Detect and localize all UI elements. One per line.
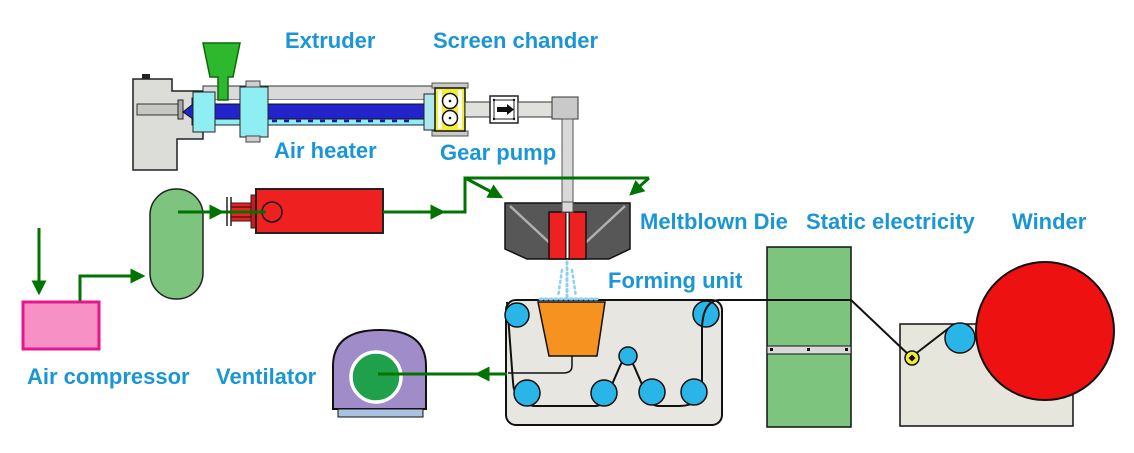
web-path <box>701 299 950 357</box>
shaft-cap <box>177 99 184 120</box>
bolt-dot <box>492 98 496 102</box>
die-heater-left <box>548 211 567 260</box>
melt-pipe-vertical <box>561 118 574 204</box>
die-nozzle-gap <box>566 213 569 258</box>
barrel-housing <box>202 85 438 101</box>
die-channel-right <box>581 205 626 247</box>
forming-unit <box>504 299 723 426</box>
winder-roll <box>975 261 1115 401</box>
spray-line <box>556 268 564 299</box>
label-forming-unit: Forming unit <box>608 268 743 293</box>
static-bar-dot <box>770 348 773 351</box>
arrow-die-left <box>466 177 504 199</box>
label-ventilator: Ventilator <box>216 364 317 389</box>
roller <box>504 302 530 328</box>
gear-pump <box>431 82 469 137</box>
barrel-highlight <box>204 100 436 104</box>
roller <box>513 379 541 407</box>
melt-spray <box>538 260 599 301</box>
die-heater-right <box>568 211 587 260</box>
winder-roller <box>944 322 976 354</box>
compressor-body <box>21 300 101 351</box>
roller <box>590 379 618 407</box>
collector-outlet-line <box>508 356 573 374</box>
pump-strip-right <box>458 90 462 129</box>
flow-arrows <box>31 176 650 382</box>
air-tank <box>149 188 204 300</box>
label-gear-pump: Gear pump <box>440 140 557 165</box>
air-compressor <box>21 300 101 351</box>
flange-tab-bottom <box>245 135 261 143</box>
tank-body <box>149 188 204 300</box>
gearbox-nub <box>142 74 150 79</box>
changer-arrow-shaft <box>497 107 507 112</box>
label-winder: Winder <box>1012 209 1087 234</box>
flange-tab-top <box>245 80 261 88</box>
line-heater-to-die <box>443 176 649 214</box>
roller <box>680 378 708 406</box>
melt-pipe-stub <box>561 201 574 213</box>
meltblown-die <box>504 201 631 260</box>
barrel-flange-2 <box>239 86 269 138</box>
label-static-electricity: Static electricity <box>806 209 975 234</box>
arrow-compressor-to-tank <box>78 268 146 301</box>
ventilator-fan <box>349 350 403 404</box>
label-meltblown-die: Meltblown Die <box>640 209 788 234</box>
inlet-pipe-lines <box>231 206 253 218</box>
static-bar-dot <box>845 348 848 351</box>
roller <box>638 378 666 406</box>
static-body <box>766 246 852 428</box>
screen-changer <box>464 95 579 204</box>
extruder-screw <box>182 103 429 120</box>
arrow-die-right <box>629 176 650 196</box>
gearbox-shaft <box>136 103 180 116</box>
bolt-dot <box>512 117 516 121</box>
static-bar-dot <box>807 348 810 351</box>
barrel-end-cap <box>423 93 437 131</box>
roller <box>692 300 720 328</box>
hopper <box>202 42 241 101</box>
label-air-heater: Air heater <box>274 138 377 163</box>
label-air-compressor: Air compressor <box>27 364 190 389</box>
pipe-a <box>464 101 491 118</box>
static-electricity-unit <box>766 246 852 428</box>
spray-line <box>570 268 578 299</box>
pump-strip-left <box>438 90 442 129</box>
pump-gear-top-dot <box>448 99 452 103</box>
barrel-flange-1 <box>192 91 216 133</box>
label-screen-changer: Screen chander <box>433 28 599 53</box>
ventilator-base <box>337 408 424 418</box>
pump-gear-bottom-dot <box>448 116 452 120</box>
web-guide-center <box>908 354 916 362</box>
pipe-b <box>517 101 555 118</box>
winder-parts <box>904 261 1115 401</box>
ventilator <box>332 328 427 418</box>
label-extruder: Extruder <box>285 28 376 53</box>
die-channel-left <box>509 205 554 247</box>
collector-funnel <box>537 301 606 357</box>
corner-block <box>551 96 579 120</box>
bolt-dot <box>492 117 496 121</box>
bolt-dot <box>512 98 516 102</box>
gearbox <box>132 78 204 171</box>
changer-arrow-head <box>507 104 514 115</box>
roller-small <box>618 346 638 366</box>
